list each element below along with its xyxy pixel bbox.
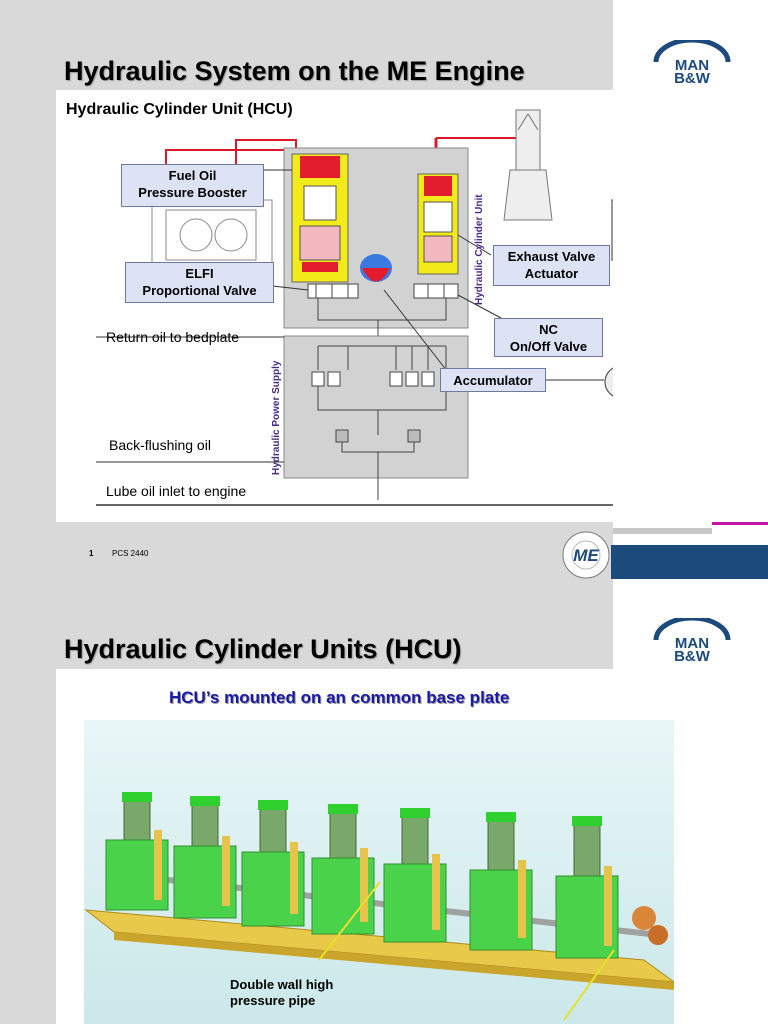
callout-fuel-line2: Pressure Booster	[122, 184, 263, 201]
pipe-label: Double wall high pressure pipe	[230, 977, 333, 1009]
exhaust-valve-sketch	[504, 110, 552, 220]
vertical-label-hps: Hydraulic Power Supply	[271, 361, 282, 475]
page-number: 1	[89, 549, 93, 558]
pipe-label-line2: pressure pipe	[230, 993, 333, 1009]
callout-fuel-oil-booster: Fuel Oil Pressure Booster	[121, 164, 264, 207]
hcu-heading: HCU’s mounted on an common base plate	[169, 688, 509, 708]
slide-title: Hydraulic System on the ME Engine	[64, 56, 525, 87]
label-lube-inlet: Lube oil inlet to engine	[106, 483, 246, 499]
logo2-line2: B&W	[674, 648, 711, 664]
callout-exhaust-actuator: Exhaust Valve Actuator	[493, 245, 610, 286]
label-return-oil: Return oil to bedplate	[106, 329, 239, 345]
grey-accent-bar	[613, 528, 712, 534]
callout-exhaust-line2: Actuator	[494, 265, 609, 282]
callout-nc-valve: NC On/Off Valve	[494, 318, 603, 357]
hydraulic-schematic	[56, 90, 613, 522]
document-code: PCS 2440	[112, 549, 148, 558]
callout-accumulator: Accumulator	[440, 368, 546, 392]
man-bw-logo-icon-2: MAN B&W	[652, 618, 732, 664]
callout-exhaust-line1: Exhaust Valve	[494, 248, 609, 265]
callout-fuel-line1: Fuel Oil	[122, 167, 263, 184]
slide-title-2: Hydraulic Cylinder Units (HCU)	[64, 634, 462, 665]
pipe-label-line1: Double wall high	[230, 977, 333, 993]
vertical-label-hcu: Hydraulic Cylinder Unit	[474, 194, 485, 305]
blue-footer-bar	[611, 545, 768, 579]
callout-nc-line2: On/Off Valve	[495, 338, 602, 355]
me-badge-text: ME	[573, 546, 599, 565]
slide-hcu-units: Hydraulic Cylinder Units (HCU) MAN B&W H…	[0, 590, 768, 1024]
magenta-accent-bar	[712, 522, 768, 525]
hcu-rendering	[84, 720, 674, 1024]
callout-elfi-line2: Proportional Valve	[126, 282, 273, 299]
logo-line2: B&W	[674, 70, 711, 86]
slide-hydraulic-system: Hydraulic System on the ME Engine MAN B&…	[0, 0, 768, 590]
callout-elfi-valve: ELFI Proportional Valve	[125, 262, 274, 303]
man-bw-logo-icon: MAN B&W	[652, 40, 732, 86]
me-badge-icon: ME	[561, 530, 611, 580]
label-back-flushing: Back-flushing oil	[109, 437, 211, 453]
callout-nc-line1: NC	[495, 321, 602, 338]
callout-elfi-line1: ELFI	[126, 265, 273, 282]
